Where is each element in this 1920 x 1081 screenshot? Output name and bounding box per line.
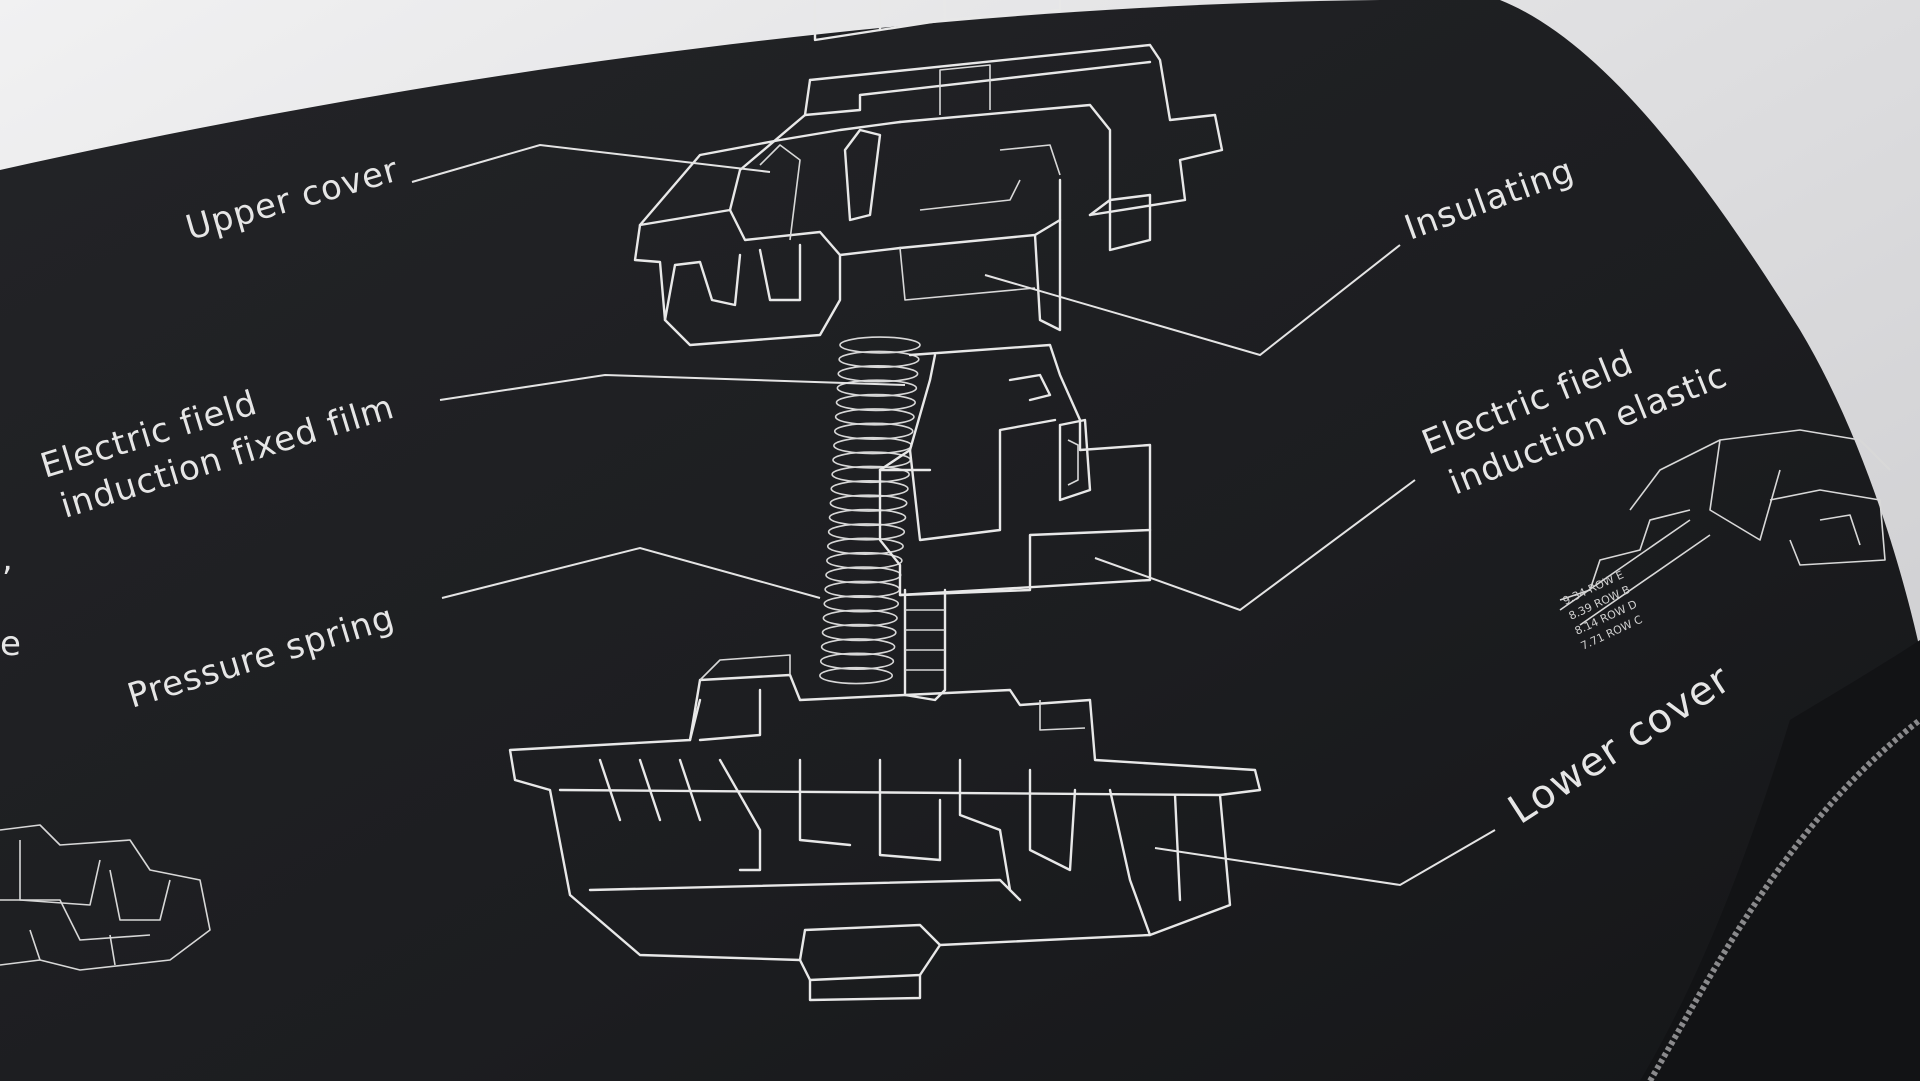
- spring-coil: [836, 379, 918, 397]
- spring-coil: [823, 595, 900, 613]
- spring-coil: [838, 350, 920, 369]
- label-left-fragment-2: e: [0, 624, 22, 664]
- leader-lines: [411, 143, 1496, 887]
- keycap-row-diagram: 9.34 ROW E8.39 ROW B8.14 ROW D7.71 ROW C: [1559, 429, 1891, 653]
- mat-rolled-edge: [1640, 640, 1920, 1081]
- spring-coil: [820, 638, 896, 656]
- upper-cover-part: [633, 43, 1224, 347]
- spring-coil: [826, 551, 903, 570]
- spring-coil: [837, 365, 919, 383]
- label-left-fragment-1: ,: [2, 539, 14, 579]
- spring-coil: [829, 494, 908, 512]
- spring-coil: [819, 666, 894, 685]
- spring-coil: [831, 465, 910, 484]
- spring-coil: [822, 609, 898, 627]
- spring-coil: [835, 393, 916, 412]
- pressure-spring-part: [819, 336, 921, 685]
- stem-slider-part: [878, 343, 1152, 597]
- spring-coil: [839, 336, 921, 354]
- spring-coil: [830, 480, 909, 498]
- switch-exploded-diagram: [508, 0, 1262, 1002]
- switch-stem-top: [813, 0, 1062, 42]
- spring-coil: [826, 537, 904, 555]
- stem-rod-part: [903, 588, 947, 702]
- spring-coil: [821, 623, 897, 642]
- spring-coil: [834, 408, 915, 426]
- small-switch-diagram-left: [0, 824, 211, 971]
- spring-coil: [833, 422, 914, 440]
- spring-coil: [819, 652, 895, 670]
- stitched-edge: [1647, 717, 1920, 1081]
- spring-coil: [828, 508, 907, 527]
- lower-cover-part: [508, 654, 1262, 1002]
- spring-coil: [827, 523, 906, 541]
